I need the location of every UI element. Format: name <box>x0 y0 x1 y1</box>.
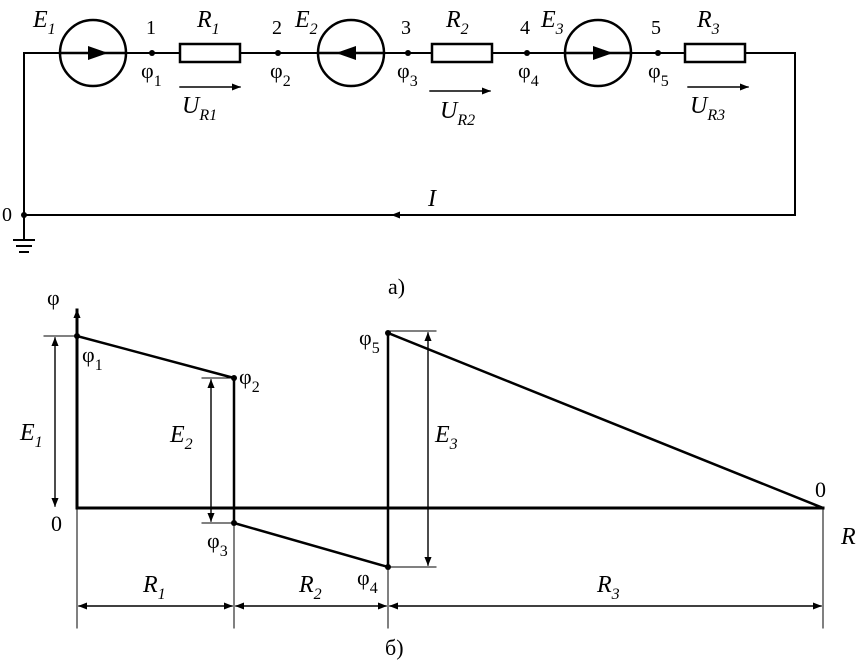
phi5-label: φ5 <box>359 325 380 357</box>
emf-source-e1 <box>58 18 128 88</box>
ur3-label: UR3 <box>690 93 725 124</box>
ground-node-label: 0 <box>2 204 12 226</box>
circuit-schematic: I 0 E1 E2 E3 <box>2 7 796 299</box>
r3-label: R3 <box>696 7 720 38</box>
emf-source-e2 <box>316 18 386 88</box>
r2-segment-label: R2 <box>298 572 322 603</box>
ground-node-dot <box>21 212 27 218</box>
phi3-label: φ3 <box>207 528 228 560</box>
emf-direction-arrow <box>336 46 356 60</box>
r1-label: R1 <box>196 7 220 38</box>
x-axis-label: R <box>840 524 856 550</box>
node-dot-4 <box>524 50 530 56</box>
node-dot-2 <box>275 50 281 56</box>
potential-diagram: φ R 0 0 φ1 φ2 φ3 φ4 φ5 E1 E2 E3 <box>19 285 856 660</box>
r3-segment-label: R3 <box>596 572 620 603</box>
emf-direction-arrow <box>593 46 613 60</box>
phi1-label: φ1 <box>82 342 103 374</box>
node-potential-1: φ1 <box>141 58 162 90</box>
emf-direction-arrow <box>88 46 108 60</box>
y-axis-label: φ <box>47 285 60 310</box>
node-number-4: 4 <box>520 17 530 39</box>
current-label: I <box>427 186 437 212</box>
emf-source-e3 <box>563 18 633 88</box>
node-potential-4: φ4 <box>518 58 539 90</box>
phi2-label: φ2 <box>239 364 260 396</box>
resistor-r2 <box>430 42 494 64</box>
r2-label: R2 <box>445 7 469 38</box>
node-number-2: 2 <box>272 17 282 39</box>
e3-dimension-label: E3 <box>434 422 458 453</box>
node-dot-1 <box>149 50 155 56</box>
node-number-1: 1 <box>146 17 156 39</box>
resistor-r3 <box>683 42 747 64</box>
phi4-label: φ4 <box>357 565 378 597</box>
e3-label: E3 <box>540 7 564 38</box>
node-number-5: 5 <box>651 17 661 39</box>
ur2-label: UR2 <box>440 98 475 129</box>
e2-dimension-label: E2 <box>169 422 193 453</box>
r1-segment-label: R1 <box>142 572 166 603</box>
node-potential-3: φ3 <box>397 58 418 90</box>
end-label: 0 <box>815 477 826 502</box>
node-number-3: 3 <box>401 17 411 39</box>
ur1-label: UR1 <box>182 93 217 124</box>
e2-label: E2 <box>294 7 318 38</box>
caption-b: б) <box>385 635 404 660</box>
node-potential-5: φ5 <box>648 58 669 90</box>
ground-symbol <box>13 214 35 253</box>
node-potential-2: φ2 <box>270 58 291 90</box>
node-dot-5 <box>655 50 661 56</box>
e1-dimension-label: E1 <box>19 420 43 451</box>
node-dot-3 <box>405 50 411 56</box>
origin-label: 0 <box>51 511 62 536</box>
e1-label: E1 <box>32 7 56 38</box>
caption-a: а) <box>388 274 405 299</box>
resistor-r1 <box>178 42 242 64</box>
